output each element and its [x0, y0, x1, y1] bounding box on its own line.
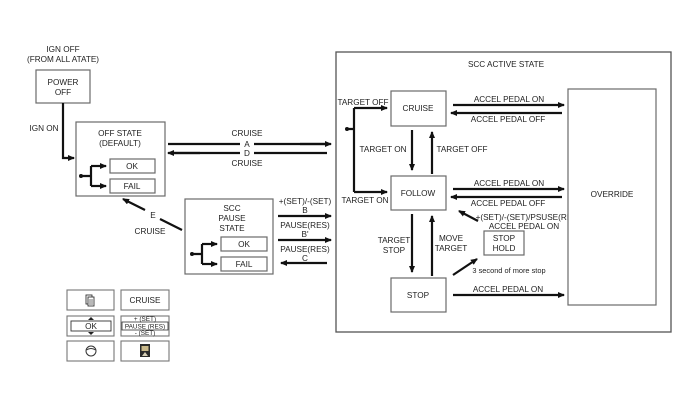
off-state-ok-label: OK	[126, 162, 138, 171]
stop-state-label: STOP	[407, 291, 430, 300]
off-state-label-1: OFF STATE	[98, 129, 142, 138]
off-state-fail-label: FAIL	[124, 182, 141, 191]
follow-state-label: FOLLOW	[401, 189, 436, 198]
transition-b-label-1: +(SET)/-(SET)	[279, 197, 332, 206]
transition-e-label: E	[150, 211, 156, 220]
transition-b2-label-2: B'	[301, 230, 308, 239]
scc-pause-ok-box	[220, 236, 268, 252]
stop-hold-exit-label-2: ACCEL PEDAL ON	[489, 222, 559, 231]
target-stop-label-1: TARGET	[378, 236, 411, 245]
ign-off-from-all-label: (FROM ALL ATATE)	[27, 55, 99, 64]
legend-ok-label: OK	[85, 322, 97, 331]
stop-hold-exit-label-1: +(SET)/-(SET)/PSUSE(RES)	[476, 213, 581, 222]
power-off-label-2: OFF	[55, 88, 71, 97]
accel-off-2-label: ACCEL PEDAL OFF	[471, 199, 545, 208]
legend-set-plus-label: + (SET)	[134, 316, 156, 323]
off-state-branch	[81, 166, 93, 186]
stop-hold-entry-arrow	[452, 258, 478, 276]
scc-active-state-frame	[335, 51, 672, 333]
off-state-ok-box	[109, 158, 156, 174]
legend-cruise-box	[120, 289, 170, 311]
scc-pause-ok-label: OK	[238, 240, 250, 249]
move-target-label-1: MOVE	[439, 234, 464, 243]
steering-wheel-icon	[85, 345, 97, 357]
move-target-label-2: TARGET	[435, 244, 468, 253]
transition-d-label: D	[244, 149, 250, 158]
scc-pause-label-3: STATE	[219, 224, 245, 233]
override-state: OVERRIDE	[567, 88, 657, 306]
transition-e-line	[159, 218, 183, 231]
scc-pause-fail-box	[220, 256, 268, 272]
scc-pause-branch	[192, 244, 204, 264]
stop-hold-label-2: HOLD	[493, 244, 516, 253]
scc-active-state-title: SCC ACTIVE STATE	[468, 60, 545, 69]
transition-a-label: A	[244, 140, 250, 149]
ok-toggle-icon	[70, 317, 112, 335]
stop-hold-exit-arrow	[458, 210, 479, 222]
power-off-label-1: POWER	[48, 78, 79, 87]
power-off-state: POWER OFF	[35, 69, 91, 104]
accel-on-3-label: ACCEL PEDAL ON	[473, 285, 543, 294]
follow-state: FOLLOW	[390, 175, 447, 211]
transition-c-label-1: PAUSE(RES)	[280, 245, 330, 254]
legend-wheel-box	[66, 340, 115, 362]
target-stop-label-2: STOP	[383, 246, 406, 255]
entry-target-on-label: TARGET ON	[341, 196, 388, 205]
ign-on-arrow	[61, 103, 75, 161]
target-off-label: TARGET OFF	[436, 145, 487, 154]
off-state: OFF STATE (DEFAULT) OK FAIL	[75, 121, 166, 197]
target-on-label: TARGET ON	[359, 145, 406, 154]
ign-off-label: IGN OFF	[46, 45, 79, 54]
cruise-a-label: CRUISE	[232, 129, 263, 138]
legend-pause-box	[121, 321, 169, 331]
active-entry-branch	[347, 108, 356, 192]
cluster-display-icon	[140, 344, 150, 357]
info-cluster-icon	[85, 294, 95, 307]
off-state-label-2: (DEFAULT)	[99, 139, 141, 148]
accel-on-2-label: ACCEL PEDAL ON	[474, 179, 544, 188]
stop-hold-entry-label: 3 second of more stop	[472, 266, 545, 275]
scc-pause-label-1: SCC	[223, 204, 240, 213]
cruise-state: CRUISE	[390, 90, 447, 127]
scc-pause-state: SCC PAUSE STATE OK FAIL	[184, 198, 274, 275]
legend-pause-res-label: PAUSE (RES)	[125, 324, 165, 331]
off-state-fail-box	[109, 178, 156, 194]
stop-hold-state: STOP HOLD	[483, 230, 525, 256]
cruise-d-label: CRUISE	[232, 159, 263, 168]
accel-off-1-label: ACCEL PEDAL OFF	[471, 115, 545, 124]
transition-b2-label-1: PAUSE(RES)	[280, 221, 330, 230]
legend-cruise-label: CRUISE	[130, 296, 161, 305]
legend-set-minus-label: - (SET)	[135, 330, 156, 337]
transition-b-label-2: B	[302, 206, 308, 215]
accel-on-1-label: ACCEL PEDAL ON	[474, 95, 544, 104]
scc-pause-fail-label: FAIL	[236, 260, 253, 269]
ign-on-label: IGN ON	[29, 124, 58, 133]
override-state-label: OVERRIDE	[591, 190, 634, 199]
entry-target-off-label: TARGET OFF	[337, 98, 388, 107]
stop-state: STOP	[390, 277, 447, 313]
transition-e-arrow	[122, 198, 146, 211]
transition-c-label-2: C	[302, 254, 308, 263]
cruise-state-label: CRUISE	[403, 104, 434, 113]
legend: CRUISE OK + (SET) PAUSE (RES) - (SET)	[66, 289, 170, 362]
scc-pause-label-2: PAUSE	[218, 214, 246, 223]
stop-hold-label-1: STOP	[493, 234, 516, 243]
transition-e-cruise-label: CRUISE	[135, 227, 166, 236]
